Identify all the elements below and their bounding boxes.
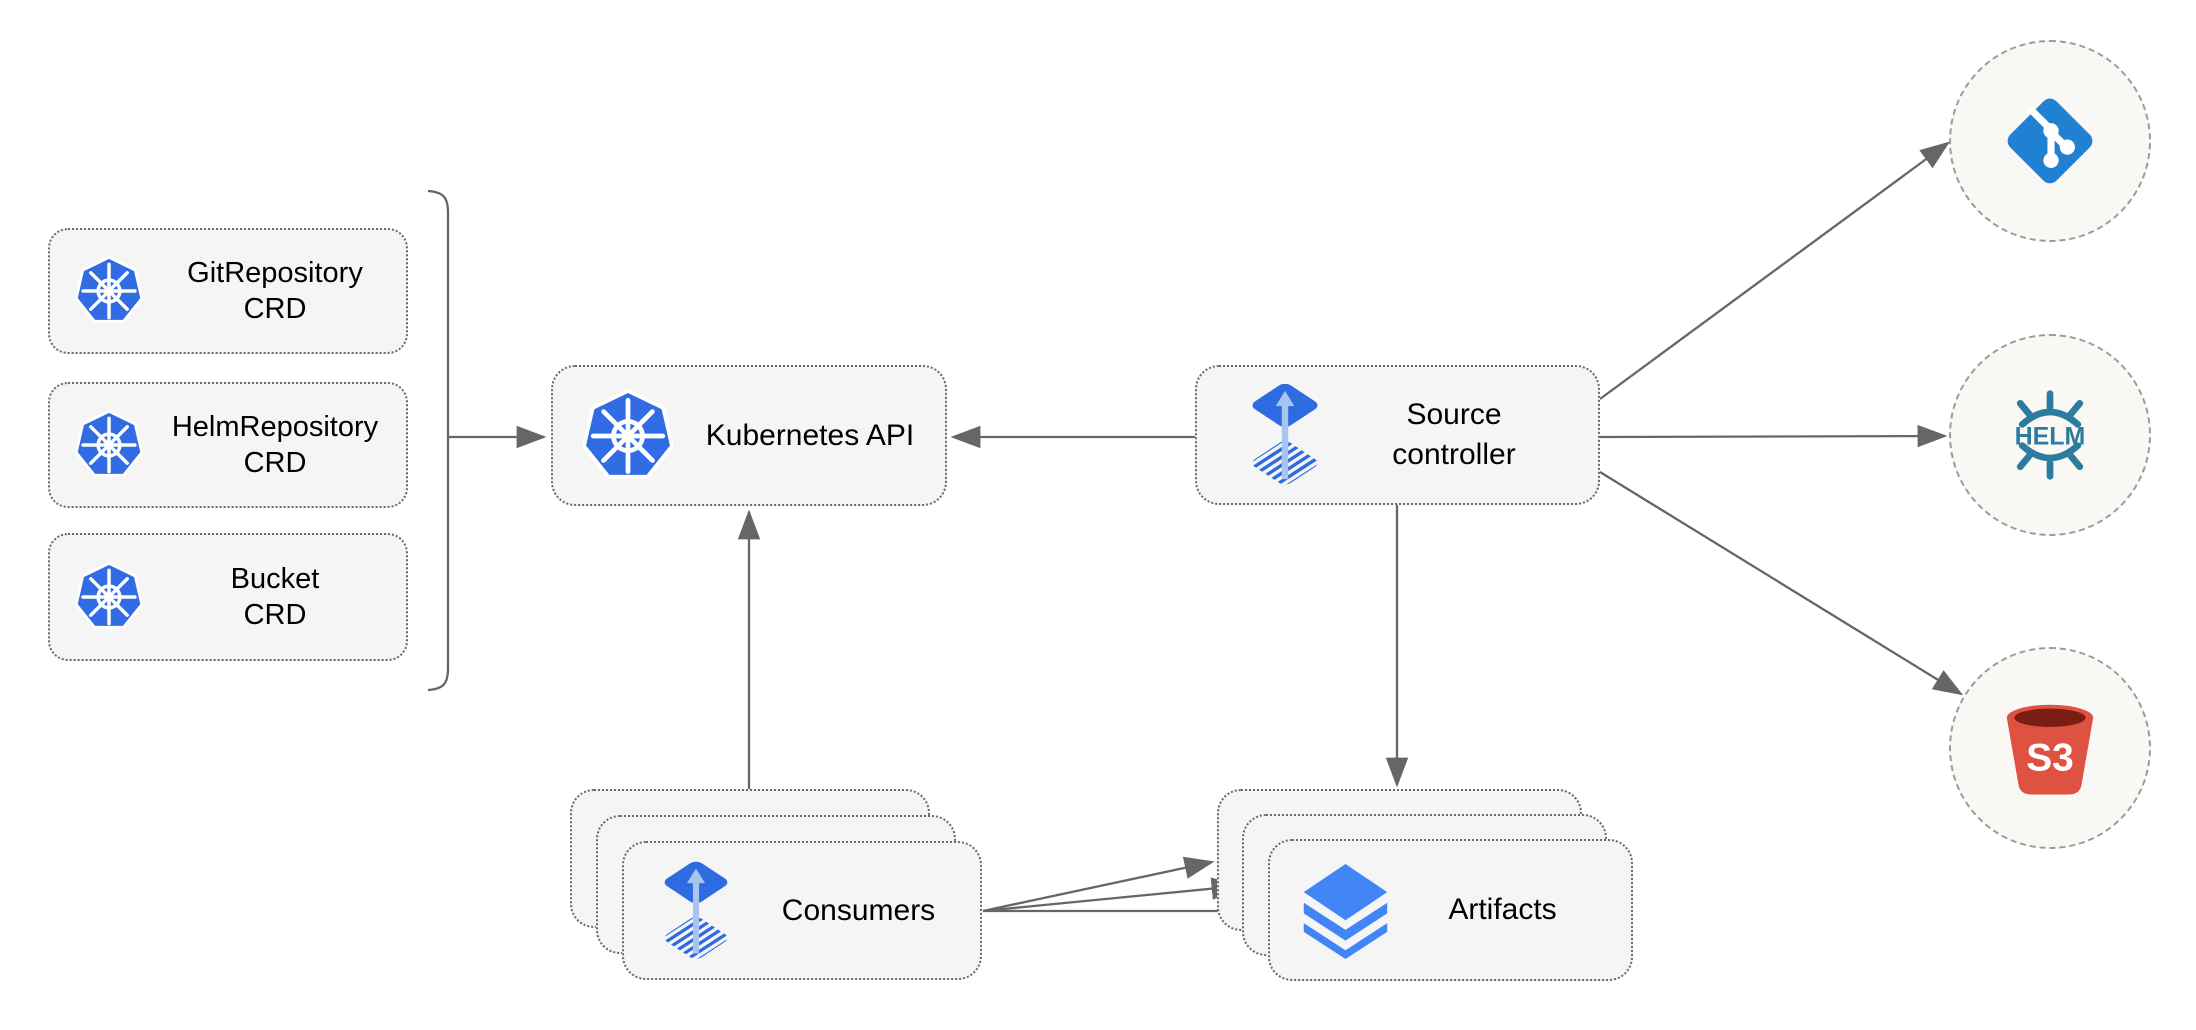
helm-icon: HELM: [2015, 390, 2086, 480]
node-kubernetes-api: Kubernetes API: [551, 365, 947, 506]
arrow-source-to-s3: [1599, 471, 1964, 696]
external-source-helm: HELM: [1949, 334, 2151, 536]
arrow-source-to-git: [1599, 141, 1951, 400]
kubernetes-icon: [74, 410, 144, 477]
crd-group-bracket: [427, 189, 450, 692]
external-source-s3: S3: [1949, 647, 2151, 849]
git-icon: [2007, 98, 2093, 184]
s3-bucket-icon: S3: [2006, 704, 2094, 795]
helm-label: HELM: [2015, 423, 2086, 451]
arrow-source-to-helm: [1599, 424, 1948, 448]
arrow-consumers-to-artifacts-2: [982, 877, 1242, 913]
kubernetes-icon: [74, 562, 144, 629]
node-label: Artifacts: [1448, 893, 1557, 926]
layers-icon: [1303, 863, 1388, 959]
flux-icon: [661, 861, 731, 961]
flux-icon: [1249, 383, 1321, 487]
external-source-git: [1949, 40, 2151, 242]
node-label: Kubernetes API: [705, 418, 915, 452]
node-label: Consumers: [781, 893, 936, 927]
s3-label: S3: [2026, 737, 2074, 780]
arrow-consumers-to-artifacts-1: [982, 856, 1215, 913]
node-artifacts: Artifacts: [1268, 839, 1633, 981]
node-consumers: Consumers: [622, 841, 982, 980]
kubernetes-icon: [74, 256, 144, 323]
kubernetes-icon: [582, 388, 674, 479]
